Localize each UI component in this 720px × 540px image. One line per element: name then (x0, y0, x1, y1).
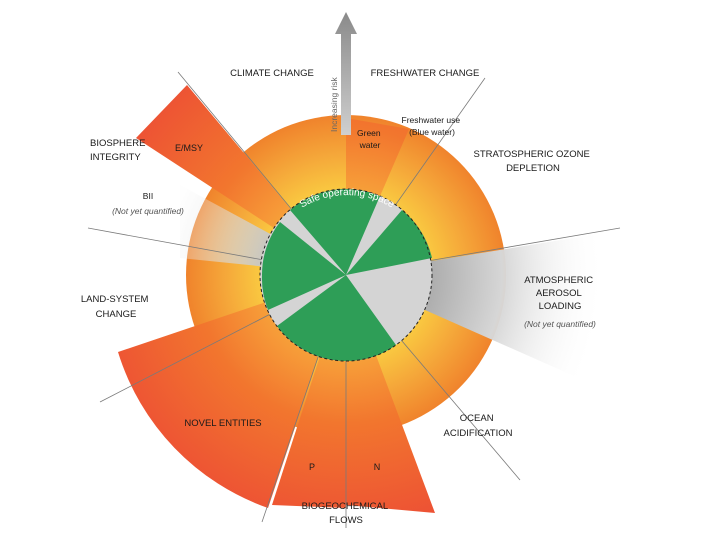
emsy-label: E/MSY (175, 143, 203, 153)
phosphorus-label: P (309, 462, 315, 472)
nitrogen-label: N (374, 462, 381, 472)
green-water-label: Green water (357, 128, 383, 150)
land-system-change-label: LAND-SYSTEM CHANGE (81, 294, 151, 320)
aerosol-label: ATMOSPHERIC AEROSOL LOADING (524, 275, 596, 312)
bii-label: BII (143, 191, 153, 201)
novel-entities-label: NOVEL ENTITIES (184, 418, 261, 429)
biosphere-integrity-label: BIOSPHERE INTEGRITY (90, 138, 148, 163)
stratospheric-ozone-label: STRATOSPHERIC OZONE DEPLETION (474, 149, 593, 174)
freshwater-change-label: FRESHWATER CHANGE (371, 68, 480, 79)
increasing-risk-label: Increasing risk (329, 76, 339, 132)
aerosol-note: (Not yet quantified) (524, 319, 596, 329)
safe-operating-space (261, 189, 432, 361)
bii-note: (Not yet quantified) (112, 206, 184, 216)
increasing-risk-arrow (335, 12, 357, 135)
blue-water-label: Freshwater use (Blue water) (402, 115, 463, 137)
biogeochemical-flows-label: BIOGEOCHEMICAL FLOWS (302, 501, 391, 526)
safe-boundary-circle (259, 188, 433, 362)
ocean-acidification-label: OCEAN ACIDIFICATION (444, 413, 513, 439)
climate-change-label: CLIMATE CHANGE (230, 68, 314, 79)
